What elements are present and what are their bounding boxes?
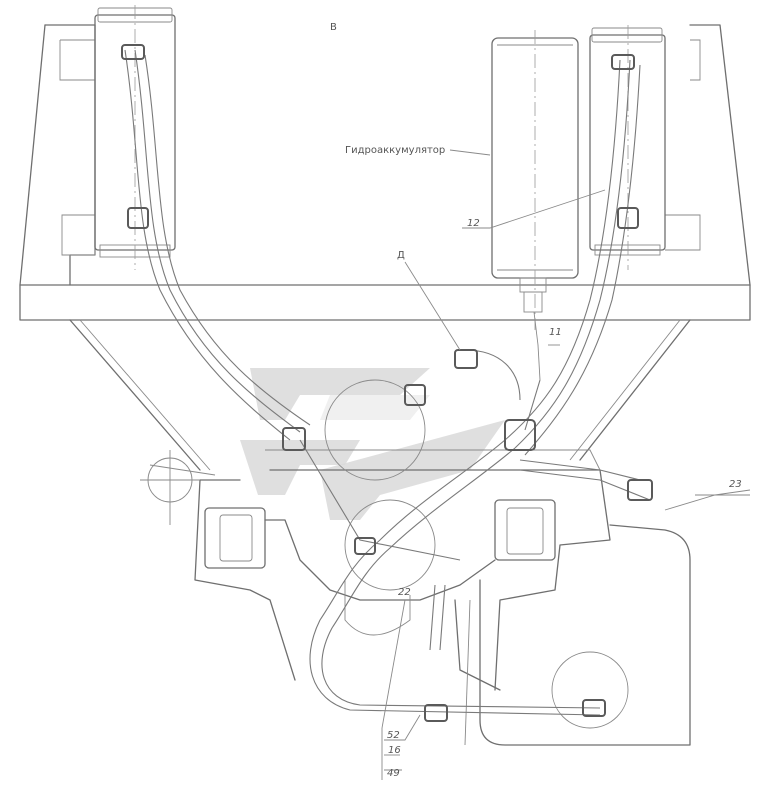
label-view-d: Д bbox=[397, 250, 405, 261]
hose-fitting-icon bbox=[121, 44, 653, 722]
label-pos-16: 16 bbox=[388, 745, 401, 756]
label-pos-12: 12 bbox=[467, 218, 480, 229]
frame bbox=[19, 24, 751, 471]
watermark-logo-icon bbox=[240, 368, 505, 520]
leader-lines bbox=[381, 149, 751, 780]
label-pos-49: 49 bbox=[387, 768, 400, 779]
hydraulic-accumulator bbox=[491, 30, 579, 381]
bottom-tank bbox=[464, 524, 691, 746]
left-bracket bbox=[140, 450, 216, 525]
view-letter: В bbox=[330, 22, 337, 33]
right-cylinder bbox=[589, 25, 666, 270]
label-pos-11: 11 bbox=[549, 327, 562, 338]
hydraulic-hoses bbox=[124, 49, 651, 716]
label-pos-52: 52 bbox=[387, 730, 400, 741]
axle-housing bbox=[194, 379, 611, 691]
label-pos-22: 22 bbox=[398, 587, 411, 598]
label-accumulator: Гидроаккумулятор bbox=[345, 145, 445, 156]
label-pos-23: 23 bbox=[729, 479, 742, 490]
